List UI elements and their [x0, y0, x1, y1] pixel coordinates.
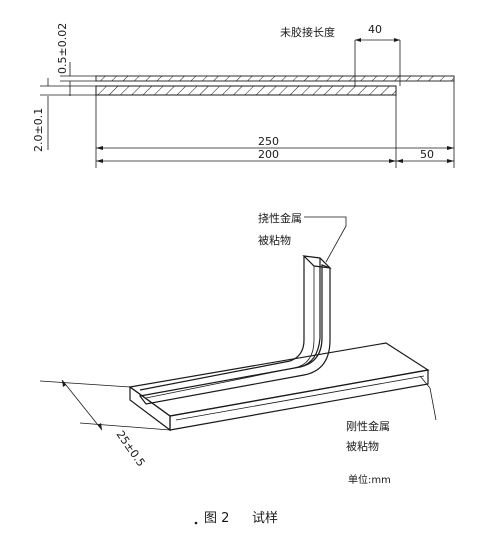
caption-title: 试样: [252, 511, 278, 526]
thickness-dimensions: 0.5±0.02 2.0±0.1: [32, 23, 96, 152]
flexible-label-line2: 被粘物: [258, 233, 291, 247]
thick-strip: [95, 85, 397, 96]
flexible-label-line1: 挠性金属: [258, 211, 302, 225]
flexible-label: 挠性金属 被粘物: [258, 211, 347, 263]
dim-overhang: 50: [420, 148, 434, 161]
dim-width: 25±0.5: [114, 428, 148, 469]
unglued-dimension: 未胶接长度 40: [280, 23, 401, 86]
rigid-label: 刚性金属 被粘物: [346, 375, 437, 453]
width-dimension: 25±0.5: [39, 379, 171, 469]
thin-strip: [95, 75, 455, 82]
unglued-length-label: 未胶接长度: [280, 25, 335, 39]
dim-unglued: 40: [368, 23, 382, 36]
figure-caption: 图 2 试样: [194, 511, 278, 526]
rigid-label-line2: 被粘物: [346, 439, 379, 453]
dim-glued-length: 200: [258, 148, 279, 161]
unit-label: 单位:mm: [348, 473, 391, 486]
top-view: 0.5±0.02 2.0±0.1 未胶接长度 40 250 200 50: [32, 23, 455, 168]
caption-figure-number: 图 2: [204, 511, 229, 526]
iso-view: 挠性金属 被粘物 刚性金属 被粘物 25±0.5 单位:mm: [39, 211, 437, 486]
length-dimensions: 250 200 50: [95, 81, 455, 168]
flexible-adherend: [138, 255, 332, 405]
rigid-adherend: [128, 342, 430, 432]
dim-thick-thickness: 2.0±0.1: [32, 108, 45, 152]
rigid-label-line1: 刚性金属: [346, 419, 390, 433]
dim-total-length: 250: [258, 135, 279, 148]
dim-thin-thickness: 0.5±0.02: [56, 23, 69, 74]
